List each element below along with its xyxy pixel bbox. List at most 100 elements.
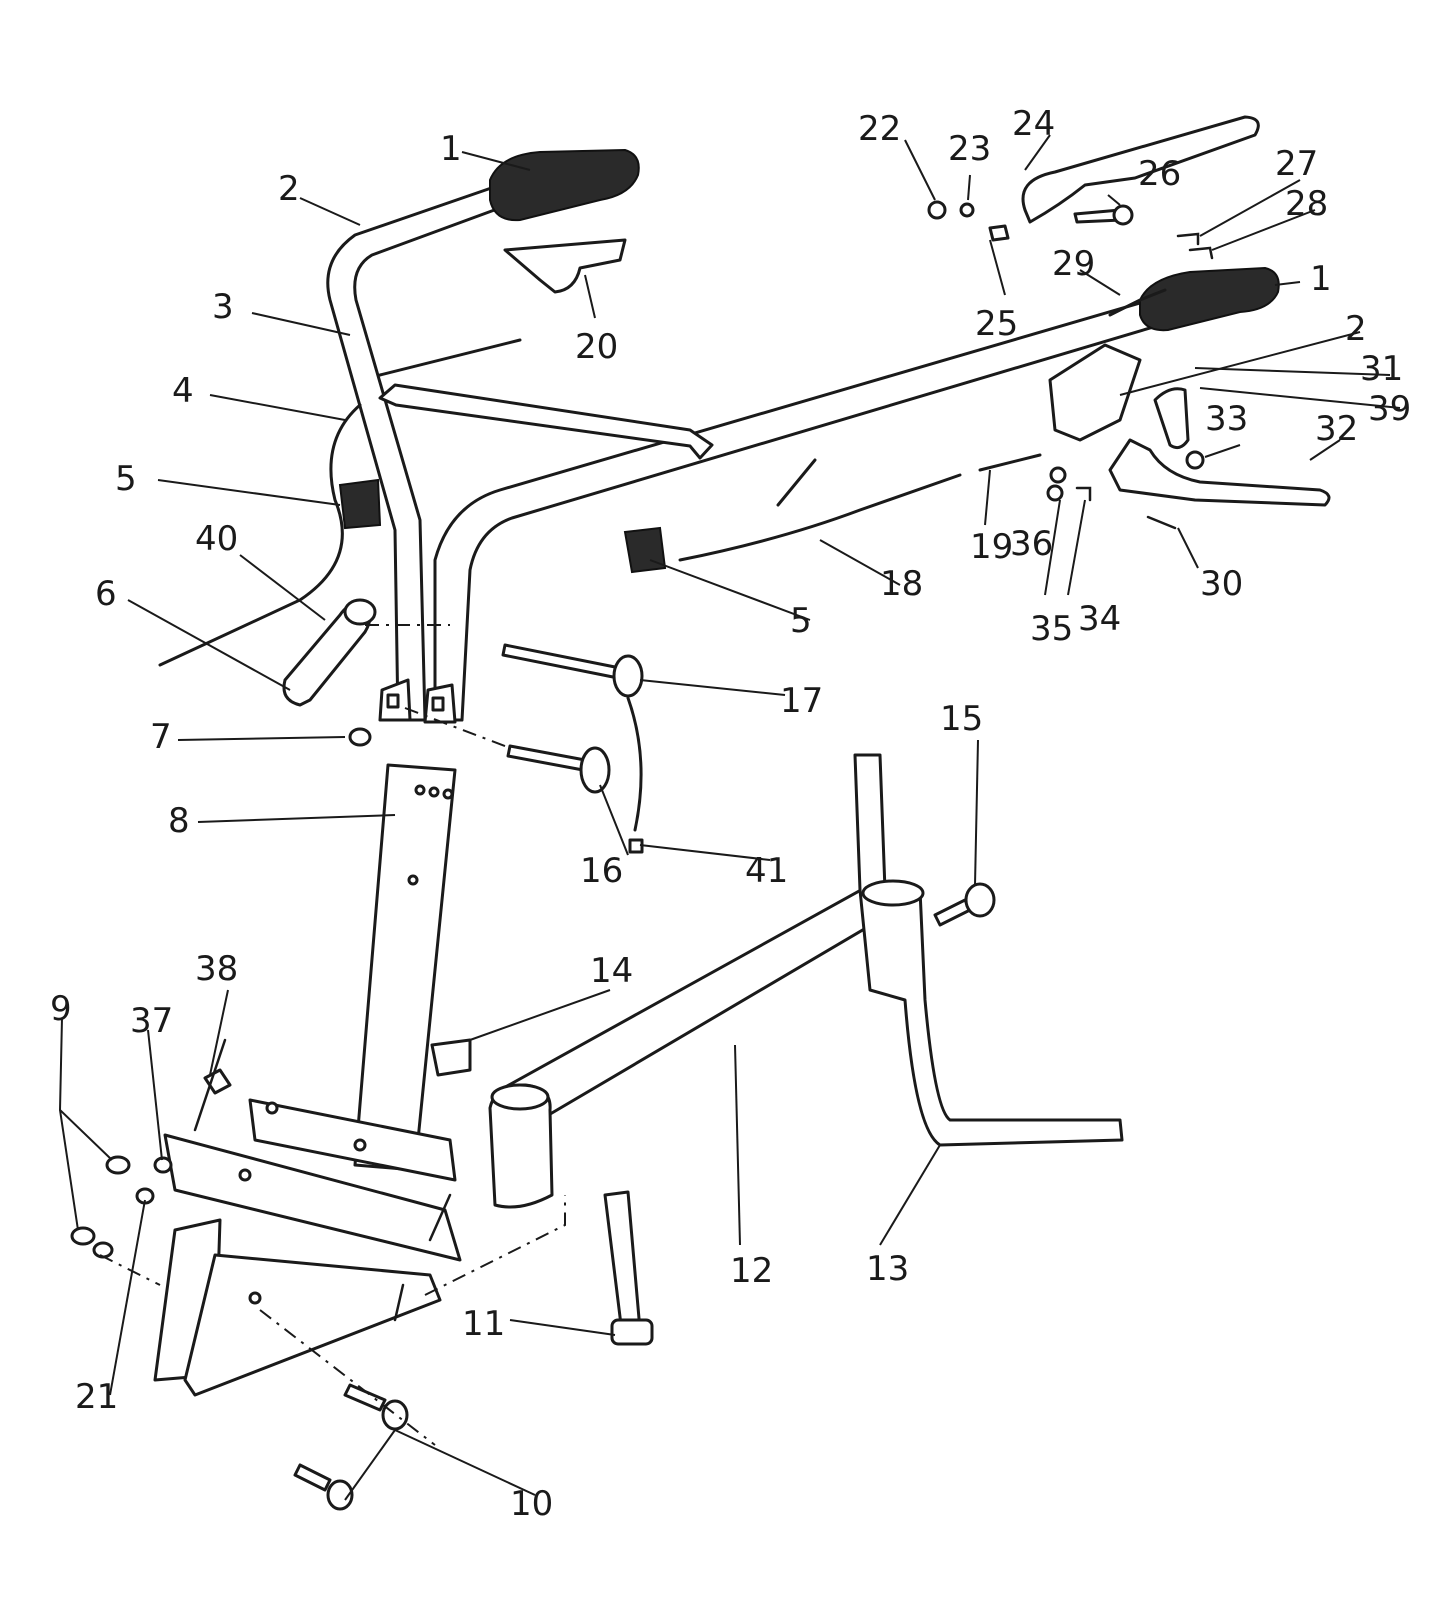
- callout-35: 35: [1030, 609, 1073, 649]
- leader-lines: [58, 134, 1401, 1501]
- callout-24: 24: [1012, 104, 1055, 144]
- callout-33: 33: [1205, 399, 1248, 439]
- callout-15: 15: [940, 699, 983, 739]
- callout-22: 22: [858, 109, 901, 149]
- knob-17: [612, 654, 644, 698]
- callout-40: 40: [195, 519, 238, 559]
- callout-37: 37: [130, 1001, 173, 1041]
- callout-39: 39: [1368, 389, 1411, 429]
- callout-6: 6: [95, 574, 117, 614]
- lever-20: [503, 238, 627, 294]
- cable-41: [626, 696, 643, 832]
- callout-1a: 1: [440, 129, 462, 169]
- washer-22: [927, 200, 947, 220]
- bracket-square-right: [431, 696, 445, 712]
- callout-4: 4: [172, 371, 194, 411]
- blade-hole-2: [353, 1138, 367, 1152]
- column-hole-3: [442, 788, 454, 800]
- left-handle-bar: [326, 183, 510, 722]
- nut-23: [959, 202, 975, 218]
- frame-12-sleeve-top: [490, 1083, 550, 1111]
- alignment-line-9: [99, 1254, 161, 1286]
- lever-blade-31: [1153, 387, 1190, 450]
- callout-21: 21: [75, 1377, 118, 1417]
- bolt-17: [501, 643, 622, 680]
- bolt-38-shaft: [193, 1038, 227, 1132]
- callout-27: 27: [1275, 144, 1318, 184]
- nut-9c: [92, 1241, 114, 1259]
- cable-clamp-right: [623, 526, 667, 574]
- callout-38: 38: [195, 949, 238, 989]
- blade-front: [183, 1253, 442, 1397]
- callout-9: 9: [50, 989, 72, 1029]
- bolt-10a: [343, 1383, 387, 1412]
- handle-lever-32: [1108, 438, 1331, 507]
- lever-housing: [1048, 343, 1142, 442]
- callout-32: 32: [1315, 409, 1358, 449]
- knob-16: [579, 746, 611, 794]
- post-collar: [861, 879, 925, 907]
- column-8: [353, 763, 457, 1172]
- callout-31: 31: [1360, 349, 1403, 389]
- cable-18: [678, 473, 962, 562]
- callout-12: 12: [730, 1251, 773, 1291]
- callout-5b: 5: [790, 601, 812, 641]
- clamp-14: [430, 1038, 472, 1077]
- clip-7: [348, 727, 372, 747]
- callout-16: 16: [580, 851, 623, 891]
- pin-30: [1146, 515, 1177, 530]
- callout-19: 19: [970, 527, 1013, 567]
- bracket-square-left: [386, 693, 400, 709]
- bolt-33: [1185, 450, 1205, 470]
- cable-center: [776, 458, 817, 507]
- callout-20: 20: [575, 327, 618, 367]
- callout-2b: 2: [1345, 309, 1367, 349]
- callout-11: 11: [462, 1304, 505, 1344]
- bolt-26-head: [1112, 204, 1134, 226]
- spindle-11: [603, 1190, 642, 1335]
- callout-30: 30: [1200, 564, 1243, 604]
- cable-clamp-left: [338, 478, 382, 530]
- alignment-line-10: [259, 1309, 436, 1446]
- throttle-cable-19: [978, 453, 1042, 472]
- spring-29: [1108, 288, 1167, 317]
- nut-37: [153, 1156, 173, 1174]
- callout-23: 23: [948, 129, 991, 169]
- column-hole-4: [407, 874, 419, 886]
- column-hole-2: [428, 786, 440, 798]
- callout-41: 41: [745, 851, 788, 891]
- callout-2a: 2: [278, 169, 300, 209]
- nut-35: [1046, 484, 1064, 502]
- knob-10a: [381, 1399, 409, 1431]
- callout-34: 34: [1078, 599, 1121, 639]
- column-hole-1: [414, 784, 426, 796]
- bolt-10b: [293, 1463, 332, 1492]
- callout-14: 14: [590, 951, 633, 991]
- foot-11: [610, 1318, 654, 1346]
- post-13: [853, 753, 1124, 1147]
- clip-28: [1188, 246, 1214, 260]
- hook-6-cap: [343, 598, 377, 626]
- blade-hole-3: [238, 1168, 252, 1182]
- cable-top: [378, 338, 522, 377]
- lever-cover-24: [1021, 115, 1260, 224]
- blade-frame: [163, 1133, 462, 1262]
- callout-13: 13: [866, 1249, 909, 1289]
- mounting-plate: [248, 1098, 457, 1182]
- knob-15: [964, 882, 996, 918]
- nut-9a: [105, 1155, 131, 1175]
- cable-4: [158, 403, 362, 667]
- callout-28: 28: [1285, 184, 1328, 224]
- blade-hole-1: [265, 1101, 279, 1115]
- nut-36: [1049, 466, 1067, 484]
- callout-8: 8: [168, 801, 190, 841]
- cross-brace: [378, 383, 714, 460]
- frame-12: [498, 883, 907, 1197]
- callout-7: 7: [150, 717, 172, 757]
- pin-34: [1075, 486, 1092, 502]
- clamp-bolt-side: [393, 1283, 405, 1322]
- callout-18: 18: [880, 564, 923, 604]
- knob-10b: [326, 1479, 354, 1511]
- left-grip: [489, 148, 640, 222]
